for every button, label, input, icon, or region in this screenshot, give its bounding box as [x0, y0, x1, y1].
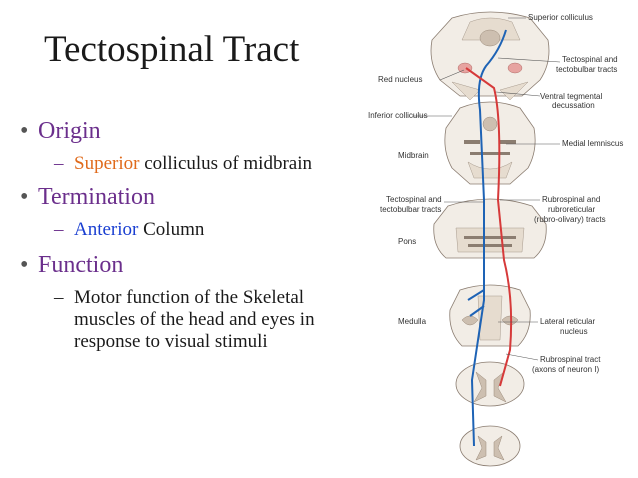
label-medial-lemniscus: Medial lemniscus — [562, 139, 623, 148]
label-lateral-reticular-line1: Lateral reticular — [540, 317, 595, 326]
section-spinal-cord-upper — [455, 361, 525, 407]
label-tectospinal-left-line2: tectobulbar tracts — [380, 205, 441, 214]
dash-icon: – — [54, 219, 64, 240]
section-inferior-colliculus — [444, 101, 536, 185]
sub-bullet-text: colliculus of midbrain — [139, 153, 312, 174]
bullet-origin: • Origin — [20, 115, 360, 147]
bullet-termination: • Termination — [20, 181, 360, 213]
rubrospinal-tract-line — [465, 67, 513, 387]
label-tectospinal-tracts-line1: Tectospinal and — [562, 55, 618, 64]
tectospinal-tract-line — [470, 29, 507, 447]
label-rubrospinal-line3: (rubro-olivary) tracts — [534, 215, 606, 224]
bullet-dot-icon: • — [20, 252, 29, 278]
label-lateral-reticular-line2: nucleus — [560, 327, 588, 336]
label-rubrospinal-line1: Rubrospinal and — [542, 195, 600, 204]
dash-icon: – — [54, 287, 64, 308]
label-rubrospinal-tract-line1: Rubrospinal tract — [540, 355, 601, 364]
sub-bullet-termination: – Anterior Column — [20, 219, 360, 241]
label-red-nucleus: Red nucleus — [378, 75, 422, 84]
label-superior-colliculus: Superior colliculus — [528, 13, 593, 22]
label-inferior-colliculus: Inferior colliculus — [368, 111, 428, 120]
sub-bullet-text: Column — [138, 219, 205, 240]
bullet-dot-icon: • — [20, 184, 29, 210]
label-tectospinal-tracts-line2: tectobulbar tracts — [556, 65, 617, 74]
sub-bullet-origin: – Superior colliculus of midbrain — [20, 153, 360, 175]
bullet-heading: Function — [38, 252, 124, 278]
bullet-heading: Termination — [38, 184, 155, 210]
label-pons: Pons — [398, 237, 416, 246]
label-rubrospinal-line2: rubroreticular — [548, 205, 595, 214]
highlight-word: Anterior — [74, 219, 139, 240]
section-spinal-cord-lower — [459, 425, 521, 467]
bullet-function: • Function — [20, 249, 360, 281]
bullet-heading: Origin — [38, 118, 101, 144]
slide-title: Tectospinal Tract — [44, 29, 300, 70]
label-midbrain: Midbrain — [398, 151, 429, 160]
section-pons — [433, 198, 547, 259]
label-medulla: Medulla — [398, 317, 427, 326]
bullet-dot-icon: • — [20, 118, 29, 144]
label-rubrospinal-tract-line2: (axons of neuron I) — [532, 365, 599, 374]
section-medulla — [449, 284, 531, 347]
label-ventral-tegmental-line2: decussation — [552, 101, 595, 110]
sub-bullet-function: – Motor function of the Skeletal muscles… — [20, 287, 322, 353]
dash-icon: – — [54, 153, 64, 174]
section-superior-colliculus — [430, 11, 550, 101]
bullet-list: • Origin – Superior colliculus of midbra… — [20, 115, 360, 353]
tectobulbar-branch — [467, 289, 485, 317]
highlight-word: Superior — [74, 153, 140, 174]
label-leaders — [412, 17, 561, 361]
label-tectospinal-left-line1: Tectospinal and — [386, 195, 442, 204]
sub-bullet-text: Motor function of the Skeletal muscles o… — [74, 287, 315, 352]
label-ventral-tegmental-line1: Ventral tegmental — [540, 92, 602, 101]
